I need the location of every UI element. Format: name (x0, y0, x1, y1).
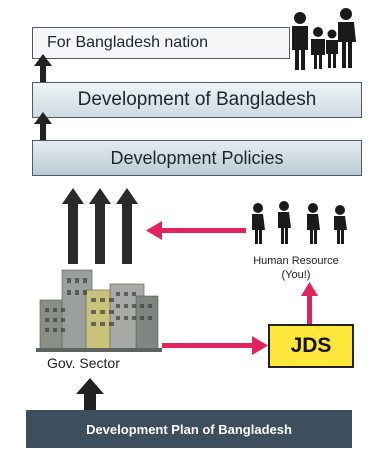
up-arrow-large-2 (89, 188, 111, 264)
family-icon (292, 8, 356, 70)
human-resource-label: Human Resource (You!) (238, 254, 354, 282)
up-arrow-large-3 (116, 188, 138, 264)
human-resource-title: Human Resource (253, 255, 339, 267)
jds-box: JDS (268, 324, 354, 368)
jds-box-label: JDS (290, 334, 332, 357)
nation-box-label: For Bangladesh nation (47, 34, 208, 51)
human-resource-sub: (You!) (281, 269, 311, 281)
development-box: Development of Bangladesh (32, 82, 362, 118)
up-arrow-large-1 (62, 188, 84, 264)
red-arrow-up (301, 282, 318, 324)
development-plan-label: Development Plan of Bangladesh (86, 421, 292, 437)
gov-sector-label: Gov. Sector (47, 355, 120, 371)
policies-box-label: Development Policies (110, 147, 284, 168)
gov-sector-buildings-icon (36, 269, 162, 352)
up-arrow-small-1 (34, 54, 52, 82)
up-arrow-small-2 (34, 112, 52, 140)
nation-box: For Bangladesh nation (32, 27, 290, 59)
policies-box: Development Policies (32, 140, 362, 176)
red-arrow-right (162, 336, 268, 355)
human-resource-icon (252, 201, 347, 244)
development-plan-bar: Development Plan of Bangladesh (26, 410, 352, 448)
up-arrow-bottom (76, 378, 104, 410)
red-arrow-left (146, 221, 246, 240)
development-box-label: Development of Bangladesh (77, 89, 317, 110)
